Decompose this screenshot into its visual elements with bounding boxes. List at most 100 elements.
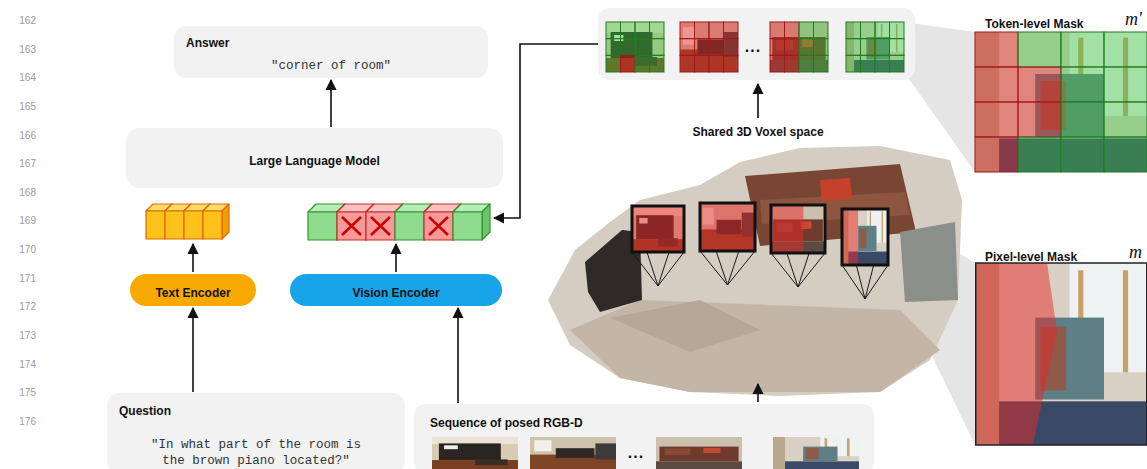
mask-cell — [846, 22, 861, 39]
mask-cell — [695, 55, 710, 72]
photo — [606, 22, 664, 72]
arrows — [193, 44, 758, 402]
token-cube — [424, 212, 453, 240]
mask-cell — [695, 22, 710, 39]
line-number: 173 — [19, 330, 36, 342]
token-cube — [366, 212, 395, 240]
box-label: Large Language Model — [249, 154, 380, 168]
input-box: Sequence of posed RGB-D... — [414, 404, 874, 469]
token-cube — [337, 212, 366, 240]
mask-cell — [890, 55, 905, 72]
line-number: 168 — [19, 187, 36, 199]
token-cube — [203, 211, 222, 239]
point-cloud-floor — [570, 300, 940, 392]
camera-frustum — [658, 252, 684, 286]
answer-text: "corner of room" — [271, 58, 391, 74]
line-number: 164 — [19, 72, 36, 84]
output-box: Answer"corner of room" — [174, 26, 488, 78]
label-slot: 171 — [4, 268, 36, 286]
photo-region — [773, 461, 859, 469]
mask-cell — [975, 137, 1018, 172]
math-symbol: m′ — [1125, 9, 1142, 29]
mask-cell — [975, 67, 1018, 102]
label-slot: 173 — [4, 325, 36, 343]
photo-region — [534, 440, 551, 451]
encoder-pill: Vision Encoder — [290, 274, 502, 306]
mask-cell — [680, 22, 695, 39]
mask-cell — [875, 39, 890, 56]
photo-region — [680, 22, 738, 72]
label-slot: 167 — [4, 153, 36, 171]
stage-label: Shared 3D Voxel space — [692, 125, 823, 139]
line-number: 172 — [19, 301, 36, 313]
panel-heading: Token-level Mask — [985, 17, 1083, 31]
line-number: 171 — [19, 273, 36, 285]
line-number: 163 — [19, 44, 36, 56]
label-slot: 175 — [4, 382, 36, 400]
text-slot: Question — [119, 401, 171, 419]
mask-cell — [606, 22, 621, 39]
box-heading: Question — [119, 404, 171, 418]
mask-cell — [650, 22, 665, 39]
mask-cell — [650, 39, 665, 56]
mask-cell — [621, 39, 636, 56]
mask-cell — [846, 55, 861, 72]
photo-region — [665, 449, 691, 455]
mask-cell — [1018, 67, 1061, 102]
camera-frustum — [798, 253, 825, 287]
label-slot: 164 — [4, 67, 36, 85]
flow-arrow — [457, 308, 459, 403]
mask-cell — [1018, 32, 1061, 67]
question-text: "In what part of the room is the brown p… — [139, 437, 373, 469]
math-symbol: m — [1129, 242, 1142, 262]
label-slot: 163 — [4, 39, 36, 57]
arrow — [395, 244, 397, 272]
box-label: Vision Encoder — [352, 286, 439, 300]
arrow — [757, 84, 759, 118]
line-number: 169 — [19, 215, 36, 227]
mask-cell — [724, 55, 739, 72]
mask-cell — [875, 22, 890, 39]
label-slot: 162 — [4, 10, 36, 28]
label-slot: 169 — [4, 210, 36, 228]
text-slot: ... — [736, 38, 770, 56]
mask-overlay — [632, 206, 684, 252]
photo-region — [659, 447, 738, 462]
line-number: 166 — [19, 130, 36, 142]
mask-cell — [846, 39, 861, 56]
token-cube — [453, 212, 482, 240]
point-cloud — [548, 146, 962, 396]
line-number: 162 — [19, 15, 36, 27]
photo-region — [847, 438, 850, 456]
token-cube — [146, 211, 165, 239]
box-heading: Sequence of posed RGB-D — [430, 416, 583, 430]
photo-region — [656, 461, 742, 469]
token-cube — [184, 211, 203, 239]
panel-frame — [976, 263, 1147, 445]
photo-region — [432, 460, 518, 469]
photo-region — [773, 437, 859, 469]
mask-cell — [1018, 102, 1061, 137]
line-number: 174 — [19, 359, 36, 371]
photo-region — [842, 209, 888, 265]
label-slot: 165 — [4, 96, 36, 114]
mask-overlay — [771, 205, 803, 253]
label-slot: Shared 3D Voxel space — [680, 122, 836, 140]
mask-cell — [606, 39, 621, 56]
rug-cloud — [610, 300, 760, 352]
flow-arrow — [192, 308, 194, 392]
drop-mark — [429, 217, 448, 235]
input-box: Question "In what part of the room is the… — [107, 393, 405, 469]
photo-region — [771, 205, 825, 253]
label-slot: 168 — [4, 182, 36, 200]
mask-cell — [709, 39, 724, 56]
mask-cell — [861, 22, 876, 39]
mask-cell — [1061, 67, 1104, 102]
arrow — [192, 244, 194, 272]
node-picture — [975, 241, 1147, 445]
mask-cell — [695, 39, 710, 56]
token-cube — [308, 212, 337, 240]
photo — [656, 437, 742, 469]
token-cube — [222, 204, 229, 239]
label-slot: 172 — [4, 296, 36, 314]
